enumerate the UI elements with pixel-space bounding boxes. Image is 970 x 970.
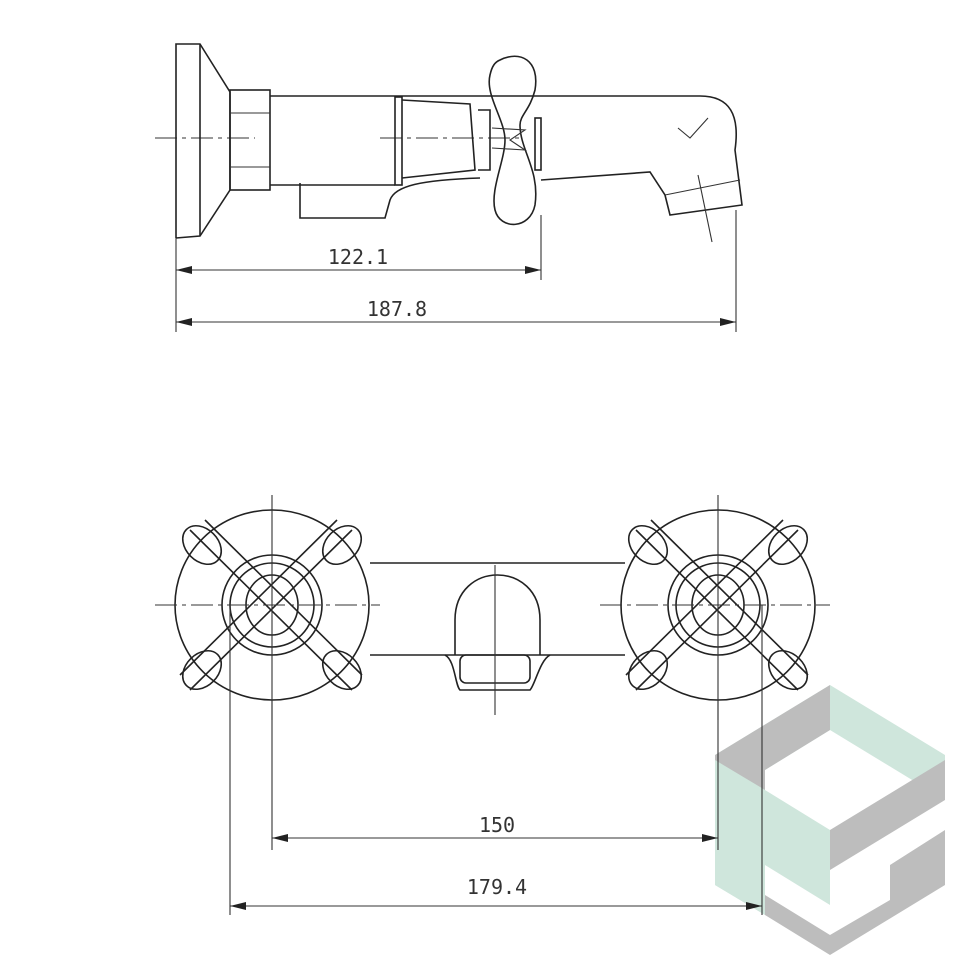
dimension-label-overall-width: 179.4 <box>467 875 527 899</box>
cartridge <box>401 99 476 179</box>
dimension-label-overall-depth: 187.8 <box>367 297 427 321</box>
left-handle <box>155 495 380 720</box>
dimension-label-center-distance: 150 <box>479 813 515 837</box>
dimension-label-valve-depth: 122.1 <box>328 245 388 269</box>
wall-flange <box>175 43 231 239</box>
watermark-logo <box>715 685 945 955</box>
lower-body <box>299 177 481 219</box>
collar <box>394 96 403 186</box>
cross-handle <box>488 55 537 226</box>
right-handle <box>600 495 830 720</box>
spout <box>540 95 743 216</box>
hex-nut <box>229 89 271 191</box>
spout-front <box>454 574 541 655</box>
front-view: 150 179.4 <box>155 495 830 915</box>
side-view: 122.1 187.8 <box>155 43 743 332</box>
